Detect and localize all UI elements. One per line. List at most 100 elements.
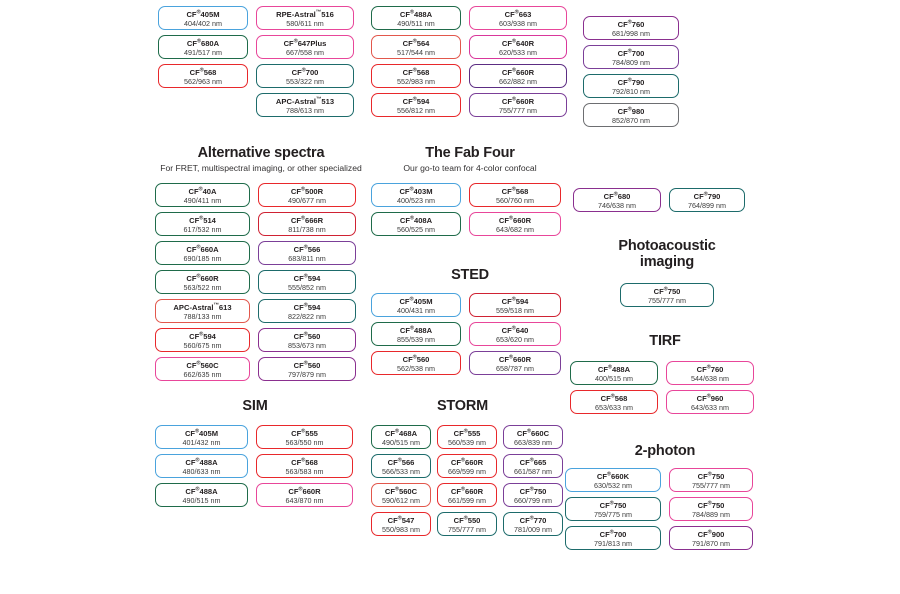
section-sim: SIM [155,398,355,414]
dye-wavelengths: 563/550 nm [285,437,324,447]
dye-name: CF®960 [696,393,724,403]
registered-mark: ® [196,273,201,280]
registered-mark: ® [300,215,305,222]
dye-wavelengths: 663/839 nm [514,437,552,447]
dye-wavelengths: 556/812 nm [397,105,435,115]
dye-wavelengths: 401/432 nm [182,437,221,447]
dye-name: CF®594 [189,331,216,341]
dye-name: CF®660K [596,471,630,481]
dye-name: CF®660A [186,244,219,254]
dye-wavelengths: 853/673 nm [288,340,326,350]
dye-name: CF®514 [189,215,216,225]
registered-mark: ® [706,393,711,400]
registered-mark: ® [303,273,308,280]
registered-mark: ® [529,515,534,522]
dye-wavelengths: 404/402 nm [184,18,222,28]
registered-mark: ® [301,67,306,74]
section-title: The Fab Four [425,145,515,161]
dye-wavelengths: 755/777 nm [448,524,486,534]
dye-name: RPE-Astral™516 [276,9,334,19]
registered-mark: ® [397,457,402,464]
